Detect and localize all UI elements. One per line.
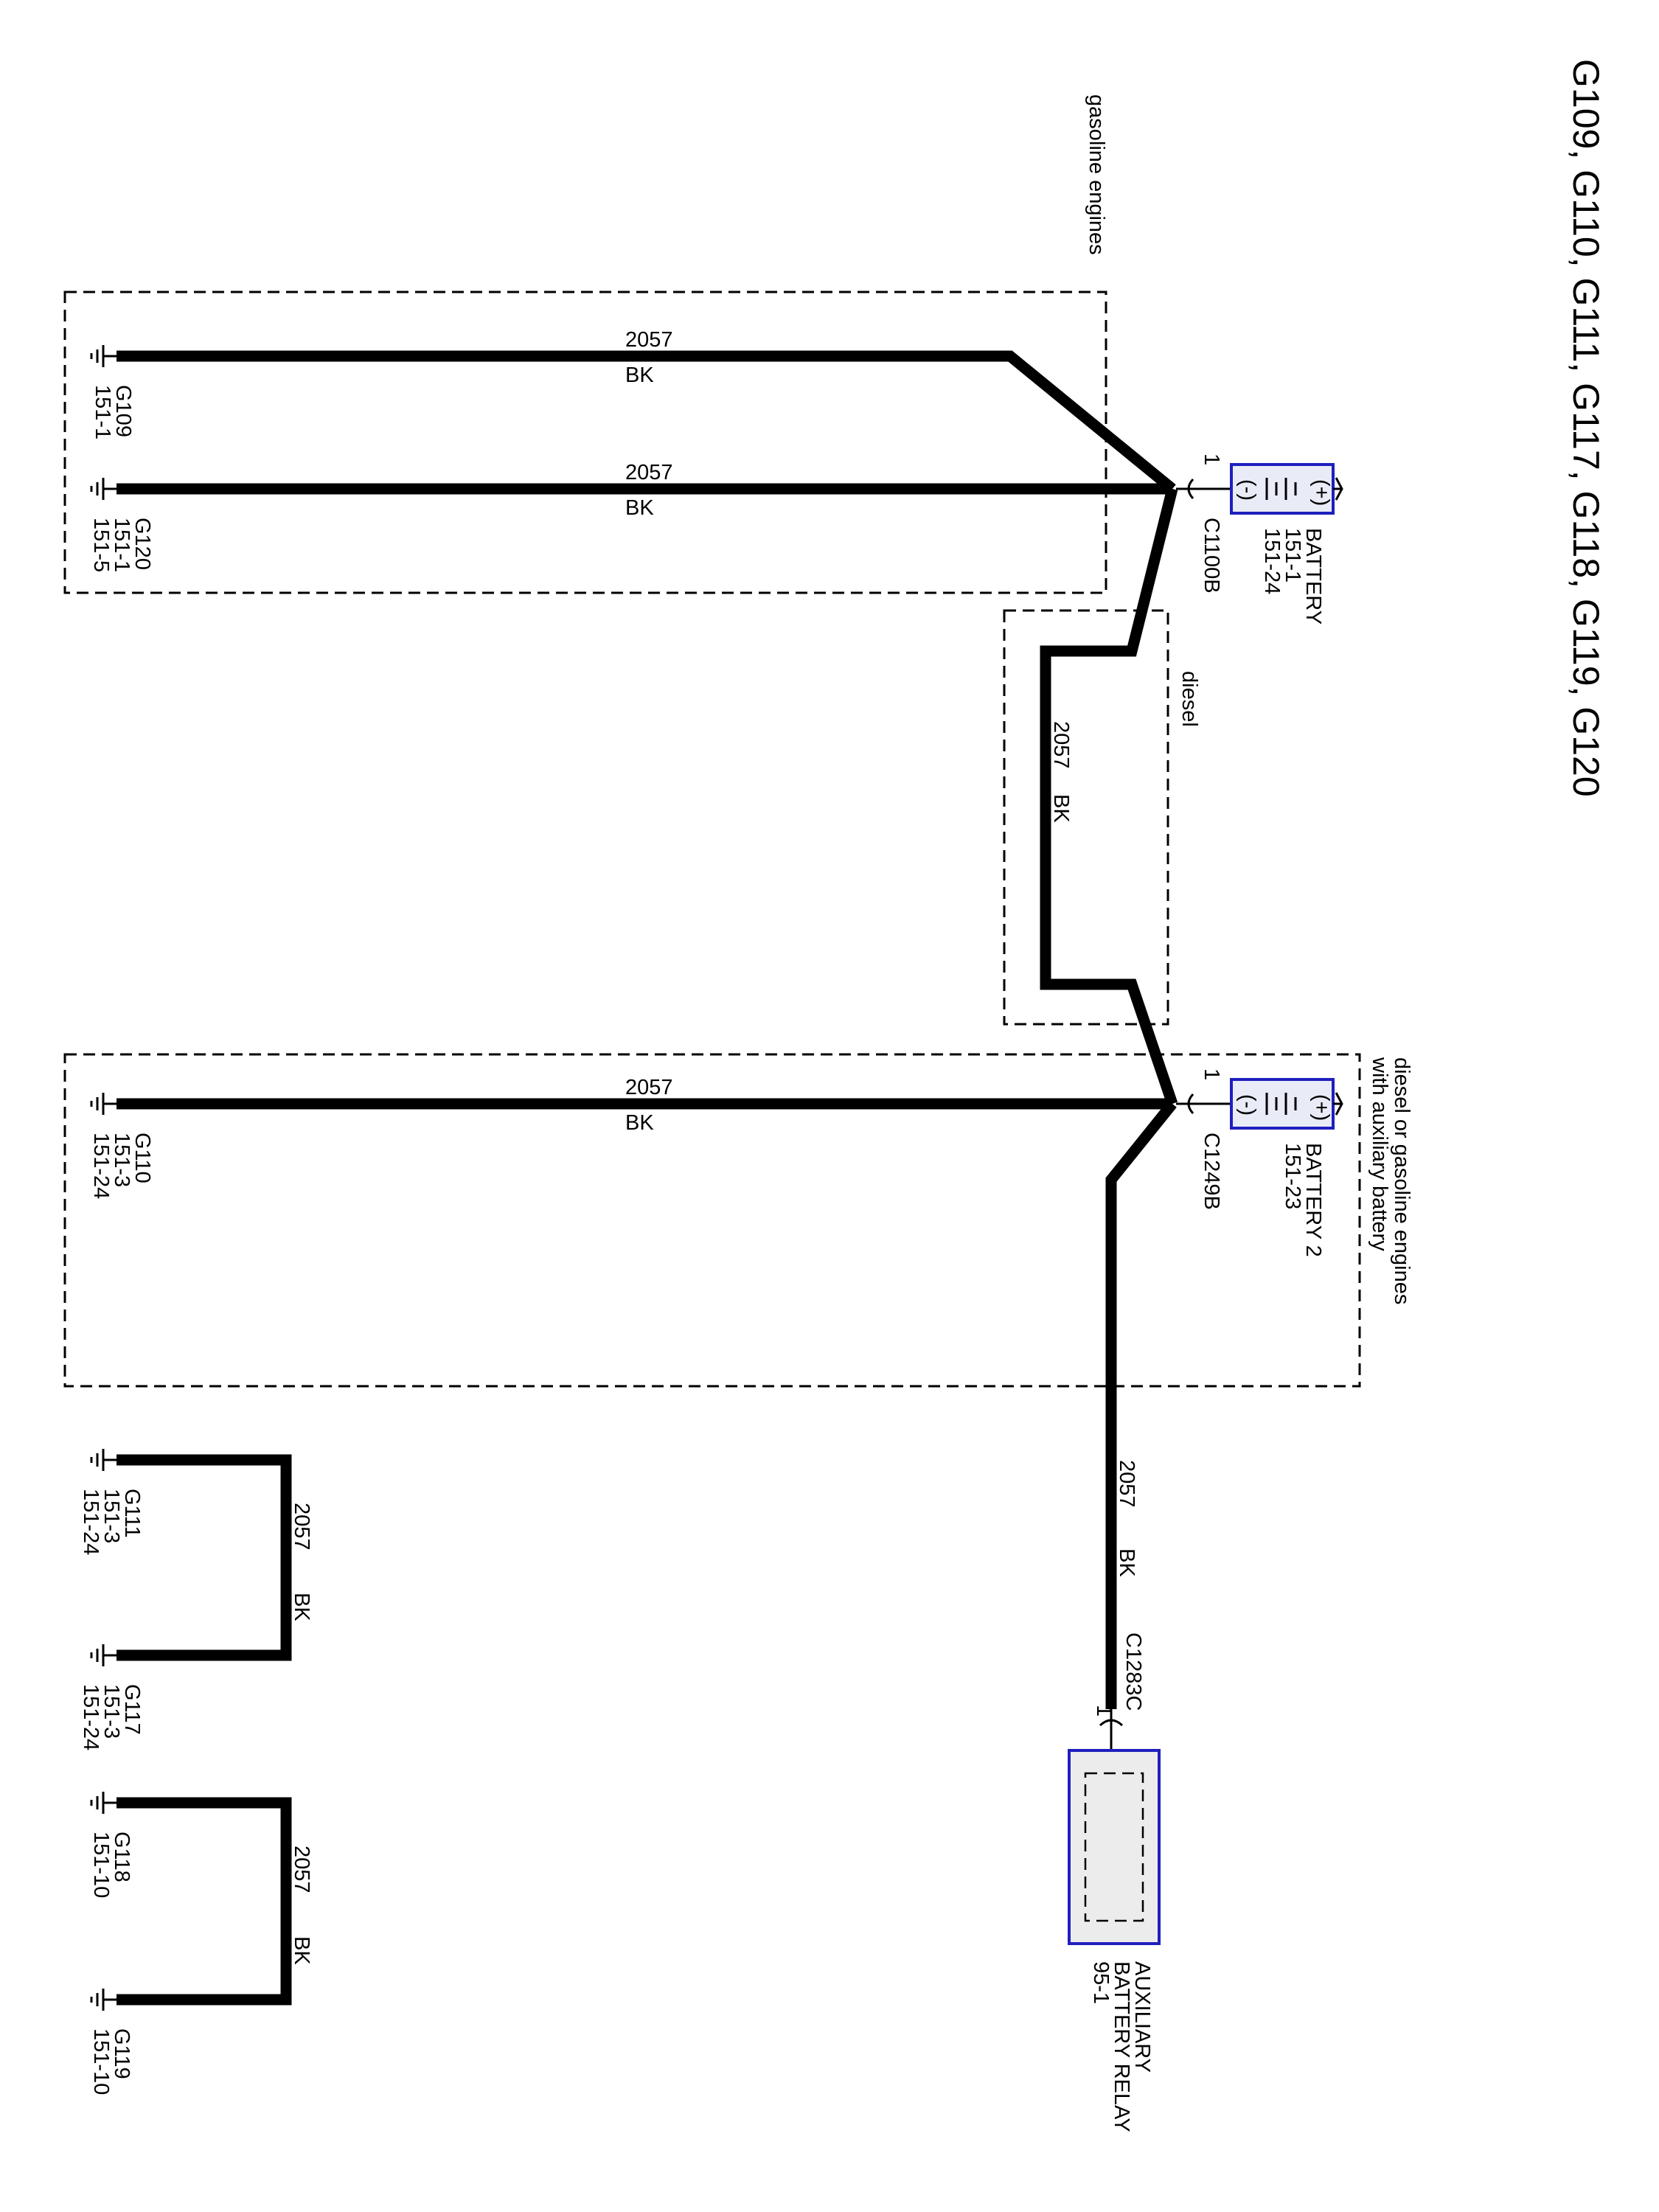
zone-aux-label-line2: with auxiliary battery <box>1368 1057 1391 1251</box>
g111-ref2: 151-24 <box>79 1489 102 1555</box>
wire-g109 <box>116 350 1176 493</box>
battery-2-cell-icon <box>1265 1093 1297 1115</box>
g119-ref: 151-10 <box>89 2028 113 2095</box>
battery-2: (-) (+) <box>1176 1078 1343 1130</box>
wire-g110-circuit: 2057 <box>625 1076 673 1099</box>
g111-ref1: 151-3 <box>100 1489 123 1543</box>
g110-ref2: 151-24 <box>89 1133 113 1199</box>
battery-name: BATTERY <box>1301 528 1325 625</box>
ground-icon-g118 <box>90 1792 116 1814</box>
ground-icon-g111 <box>90 1449 116 1471</box>
g109-id: G109 <box>111 385 135 437</box>
battery-cell-icon <box>1265 478 1297 500</box>
wire-g111-circuit: 2057 <box>290 1503 313 1551</box>
battery-2-ref1: 151-23 <box>1281 1143 1304 1209</box>
battery-2-pin: 1 <box>1200 1068 1223 1080</box>
ground-icon-g109 <box>90 345 116 367</box>
wire-g109-circuit: 2057 <box>625 328 673 352</box>
wire-relay-circuit: 2057 <box>1115 1460 1138 1508</box>
zone-gasoline-box <box>63 291 1107 594</box>
connector-c1100b-icon <box>1187 478 1194 500</box>
ground-icon-g117 <box>90 1644 116 1666</box>
battery-2-connector: C1249B <box>1200 1133 1223 1210</box>
wire-diesel <box>1040 487 1178 1106</box>
zone-gasoline-label: gasoline engines <box>1085 94 1108 255</box>
battery-ref2: 151-24 <box>1260 528 1284 594</box>
zone-aux-box <box>63 1053 1361 1388</box>
g120-ref1: 151-1 <box>110 518 133 572</box>
battery-pin: 1 <box>1200 453 1223 465</box>
connector-c1249b-icon <box>1187 1093 1194 1115</box>
relay-pin: 1 <box>1092 1705 1116 1717</box>
g118-ref: 151-10 <box>89 1832 113 1898</box>
g120-id: G120 <box>131 518 154 570</box>
battery-connector: C1100B <box>1200 518 1223 594</box>
g110-id: G110 <box>131 1133 154 1183</box>
relay-name-line1: AUXILIARY <box>1130 1961 1154 2073</box>
battery-2-minus: (-) <box>1236 1094 1259 1116</box>
battery-2-plus: (+) <box>1310 1094 1333 1121</box>
g111-id: G111 <box>120 1489 144 1538</box>
wire-g118-circuit: 2057 <box>290 1846 313 1893</box>
zone-diesel-label: diesel <box>1178 671 1201 727</box>
wire-relay-color: BK <box>1115 1548 1138 1577</box>
wire-g109-color: BK <box>625 364 654 387</box>
ground-icon-g110 <box>90 1093 116 1115</box>
battery-ref1: 151-1 <box>1281 528 1304 582</box>
battery-2-name: BATTERY 2 <box>1301 1143 1325 1257</box>
g110-ref1: 151-3 <box>110 1133 133 1187</box>
wire-g118-g119 <box>116 1797 292 2006</box>
g119-id: G119 <box>110 2028 133 2079</box>
relay-name-line2: BATTERY RELAY <box>1110 1961 1133 2132</box>
ground-icon-g120 <box>90 478 116 500</box>
battery-plus: (+) <box>1310 479 1333 506</box>
wire-g118-color: BK <box>290 1936 313 1965</box>
g117-id: G117 <box>120 1684 144 1735</box>
wire-diesel-circuit: 2057 <box>1049 721 1073 769</box>
g117-ref1: 151-3 <box>100 1684 123 1739</box>
auxiliary-battery-relay <box>1068 1709 1161 1945</box>
battery-1: (-) (+) <box>1176 463 1343 515</box>
zone-diesel-box <box>1003 609 1169 1026</box>
wire-g120-color: BK <box>625 496 654 520</box>
g117-ref2: 151-24 <box>79 1684 102 1750</box>
relay-ref: 95-1 <box>1089 1961 1113 2004</box>
g120-ref2: 151-5 <box>89 518 113 572</box>
wire-g111-g117 <box>116 1454 292 1661</box>
relay-connector: C1283C <box>1121 1632 1145 1711</box>
battery-minus: (-) <box>1236 479 1259 501</box>
g118-id: G118 <box>110 1832 133 1882</box>
g109-ref: 151-1 <box>91 385 114 439</box>
wire-g120-circuit: 2057 <box>625 461 673 484</box>
wire-g110-color: BK <box>625 1111 654 1135</box>
wire-diesel-color: BK <box>1049 794 1073 823</box>
ground-icon-g119 <box>90 1989 116 2011</box>
wire-relay <box>1105 1100 1177 1709</box>
zone-aux-label-line1: diesel or gasoline engines <box>1390 1057 1413 1304</box>
diagram-title: G109, G110, G111, G117, G118, G119, G120 <box>1565 59 1607 797</box>
wire-g111-color: BK <box>290 1593 313 1621</box>
